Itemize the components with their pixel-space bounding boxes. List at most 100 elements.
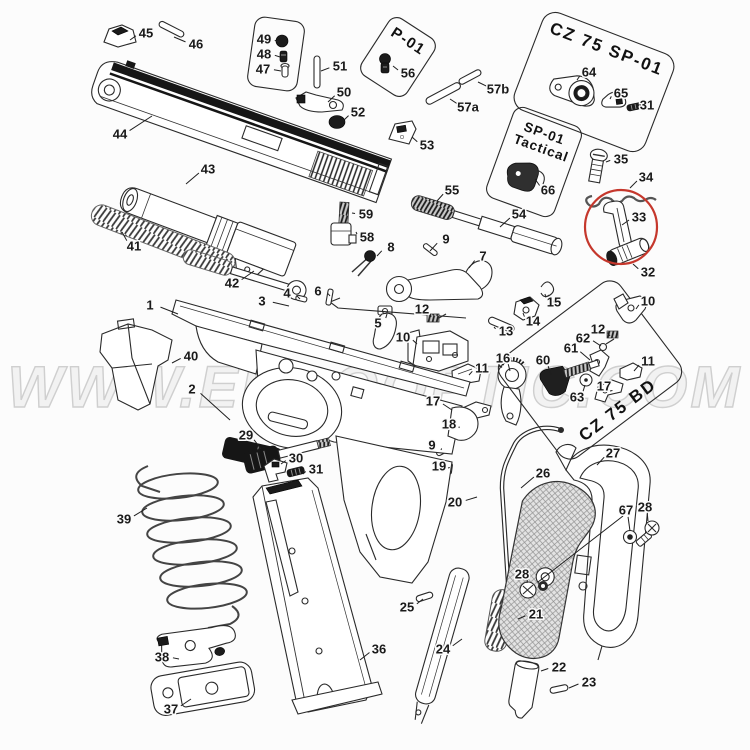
strut-24-drawing [414,567,470,724]
highlight-circle [583,188,659,266]
part-48-leader [274,54,281,58]
part-21-leader [517,615,526,620]
part-52-leader [342,115,349,122]
extractor-50-drawing [295,91,344,113]
firing-pin-spring-55-drawing [410,195,455,220]
part-6-label: 6 [314,284,321,299]
firing-pin-54-drawing [451,210,563,256]
pin-6-drawing [325,288,334,306]
part-55-leader [436,193,444,202]
part-7-leader [468,260,476,269]
screw-35-drawing [588,148,608,184]
part-39-label: 39 [117,512,131,527]
part-44-leader [129,115,153,131]
part-24-label: 24 [436,642,451,657]
part-7-label: 7 [479,249,486,264]
part-31-leader [302,471,307,475]
part-42-leader [241,270,255,281]
backstrap-40-drawing [99,318,173,411]
pin-25-drawing [415,591,434,603]
part-22-leader [540,668,549,672]
bd-pin-62-drawing [598,338,615,352]
part-62-leader [592,340,602,347]
part-11-label: 11 [475,361,489,376]
box-firing-pin-parts [247,16,305,92]
part-40-label: 40 [184,349,198,364]
part-35-label: 35 [614,152,628,167]
part-46-leader [173,36,186,43]
part-31-label: 31 [309,462,323,477]
part-59-label: 59 [359,207,373,222]
part-2-label: 2 [188,382,195,397]
part-37-label: 37 [164,702,178,717]
part-42-label: 42 [225,276,239,291]
grip-screw-28a-drawing [635,520,660,547]
part-53-label: 53 [420,138,434,153]
part-26-label: 26 [536,466,550,481]
part-43-label: 43 [201,162,215,177]
washer-67-drawing [622,529,638,545]
part-12-leader [429,313,432,318]
part-57b-leader [477,81,488,88]
rod-20-drawing [499,425,564,583]
part-17-label: 17 [597,379,611,394]
hammer-7-drawing [385,260,493,303]
box-p01-label: P-01 [388,24,429,59]
frame-drawing [171,299,479,584]
part-53-leader [411,136,418,143]
part-9-leader [429,242,438,252]
part-6-leader [327,293,331,297]
pin-51-drawing [313,55,321,89]
part-58-drawing [330,222,357,246]
box-cz75sp01-label: CZ 75 SP-01 [547,18,666,79]
part-8-label: 8 [387,240,394,255]
part-1-leader [160,306,179,315]
pin-57a-drawing [425,82,461,105]
part-10-label: 10 [396,330,410,345]
part-20-leader [465,496,478,501]
part-2-leader [200,393,231,421]
bd-washer-63-drawing [579,373,593,387]
part-23-leader [568,683,579,689]
trigger-5-drawing [372,305,397,350]
part-28-label: 28 [638,500,652,515]
part-36-leader [359,652,370,661]
part-14-leader [522,312,525,317]
part-8-drawing [351,250,376,277]
pin-23-drawing [549,684,569,694]
part-11-leader [633,364,640,372]
part-38-leader [172,657,180,660]
part-3-label: 3 [258,294,265,309]
lever-66-drawing [506,162,545,192]
part-47-leader [273,69,282,72]
part-56-label: 56 [401,66,415,81]
part-56-leader [392,65,399,71]
part-52-label: 52 [351,105,365,120]
part-45-leader [129,35,137,41]
lever-14-drawing [513,296,540,321]
plug-22-drawing [508,660,540,719]
safety-29-drawing [242,437,331,474]
part-46-label: 46 [189,37,203,52]
part-44-label: 44 [113,127,128,142]
part-12-leader [607,332,611,337]
part-15-label: 15 [547,295,561,310]
part-49-label: 49 [257,32,271,47]
part-29-label: 29 [239,428,253,443]
part-45-label: 45 [139,26,153,41]
mag-spring-39-drawing [135,465,248,629]
magazine-36-drawing [252,477,383,715]
part-22-label: 22 [552,660,566,675]
part-33-leader [621,219,630,226]
part-10-leader [635,304,640,310]
bd-hammer-10-drawing [613,293,647,324]
part-63-leader [582,384,586,392]
part-37-leader [180,698,192,707]
part-17-leader [442,403,453,411]
part-63-label: 63 [570,390,584,405]
part-48-drawing [279,50,288,63]
bd-spring-12-drawing [606,330,619,339]
part-39-leader [133,507,148,517]
pin-31-top-drawing [626,102,644,112]
baseplate-37-drawing [150,661,256,716]
